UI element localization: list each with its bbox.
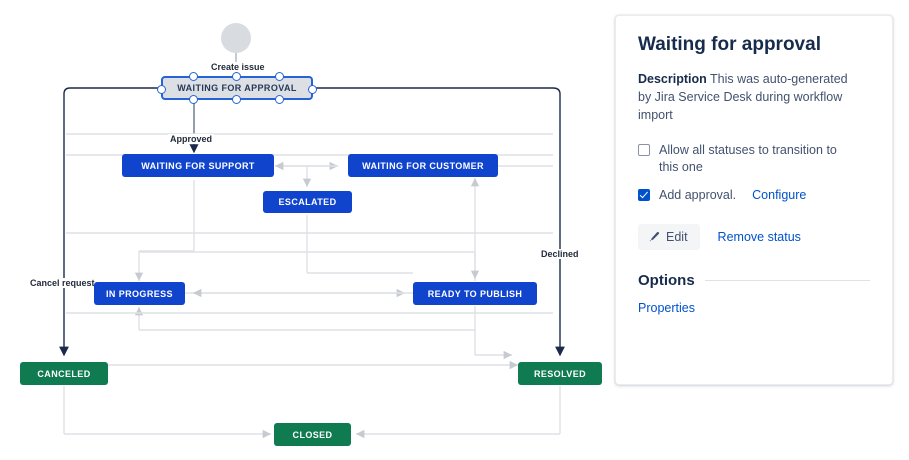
workflow-node-closed[interactable]: CLOSED [274, 423, 351, 446]
edit-button[interactable]: Edit [638, 223, 700, 250]
allow-all-statuses-checkbox[interactable] [638, 143, 650, 156]
add-approval-checkbox[interactable] [638, 188, 650, 201]
workflow-node-resolved[interactable]: RESOLVED [518, 362, 602, 385]
workflow-edges [59, 53, 565, 439]
workflow-node-waiting-for-customer[interactable]: WAITING FOR CUSTOMER [348, 154, 498, 177]
workflow-node-waiting-for-approval[interactable]: WAITING FOR APPROVAL [157, 72, 317, 104]
resize-handle-right[interactable] [308, 85, 317, 94]
edge-label-approved[interactable]: Approved [168, 134, 215, 144]
workflow-start-node[interactable] [221, 23, 251, 53]
properties-link[interactable]: Properties [638, 300, 695, 315]
resize-handle-top-right[interactable] [275, 72, 284, 81]
edit-button-label: Edit [666, 229, 688, 244]
workflow-node-label: CLOSED [292, 429, 333, 440]
workflow-node-label: RESOLVED [533, 368, 587, 379]
workflow-node-ready-to-publish[interactable]: READY TO PUBLISH [413, 282, 537, 305]
workflow-node-escalated[interactable]: ESCALATED [263, 191, 352, 213]
edge-label-cancel-request[interactable]: Cancel request [28, 278, 97, 288]
edge-label-create-issue[interactable]: Create issue [209, 62, 267, 72]
workflow-node-label: WAITING FOR APPROVAL [177, 83, 297, 93]
pencil-icon [648, 231, 660, 243]
resize-handle-top-center[interactable] [232, 72, 241, 81]
options-section-header: Options [638, 272, 870, 289]
configure-link[interactable]: Configure [752, 187, 807, 202]
allow-all-statuses-label: Allow all statuses to transition to this… [659, 142, 837, 174]
workflow-node-canceled[interactable]: CANCELED [20, 362, 108, 385]
workflow-node-label: READY TO PUBLISH [427, 288, 523, 299]
resize-handle-top-left[interactable] [189, 72, 198, 81]
add-approval-label: Add approval. [659, 187, 737, 202]
description-text: This was auto-generated by Jira Service … [638, 71, 848, 122]
workflow-diagram-canvas[interactable]: Create issue Approved Cancel request Dec… [0, 0, 615, 460]
workflow-node-label: WAITING FOR SUPPORT [141, 160, 255, 171]
edge-label-declined[interactable]: Declined [539, 249, 581, 259]
add-approval-row[interactable]: Add approval. Configure [638, 187, 870, 204]
panel-title: Waiting for approval [638, 34, 821, 55]
resize-handle-bottom-right[interactable] [275, 95, 284, 104]
workflow-node-waiting-for-support[interactable]: WAITING FOR SUPPORT [122, 154, 274, 177]
status-actions-row: Edit Remove status [638, 223, 870, 250]
resize-handle-bottom-left[interactable] [189, 95, 198, 104]
workflow-node-label: CANCELED [37, 368, 91, 379]
allow-all-statuses-row[interactable]: Allow all statuses to transition to this… [638, 142, 870, 176]
remove-status-link[interactable]: Remove status [717, 229, 801, 244]
options-title: Options [638, 271, 695, 289]
resize-handle-left[interactable] [157, 85, 166, 94]
options-divider [704, 279, 870, 281]
workflow-node-label: ESCALATED [278, 197, 337, 207]
workflow-node-label: WAITING FOR CUSTOMER [362, 160, 484, 171]
description-label: Description [638, 71, 707, 86]
workflow-node-in-progress[interactable]: IN PROGRESS [94, 282, 185, 305]
resize-handle-bottom-center[interactable] [232, 95, 241, 104]
workflow-node-label: IN PROGRESS [106, 288, 173, 299]
status-details-panel: Waiting for approval Description This wa… [615, 15, 893, 385]
panel-description: Description This was auto-generated by J… [638, 70, 863, 124]
